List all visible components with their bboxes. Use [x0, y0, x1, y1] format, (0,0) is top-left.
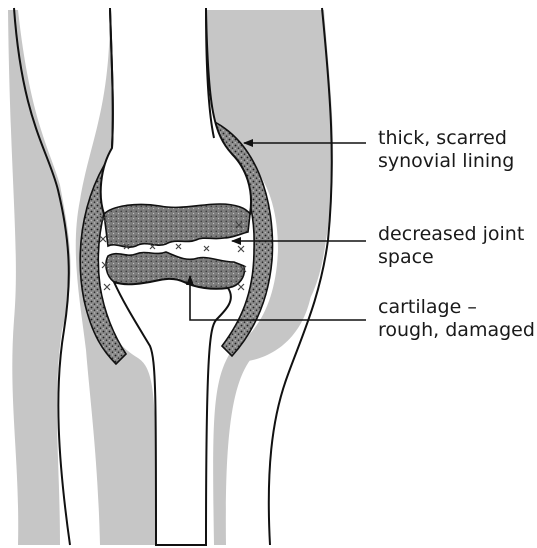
label-joint-space: decreased joint space — [378, 223, 524, 269]
label-joint-space-line1: decreased joint — [378, 223, 524, 246]
label-cartilage-line2: rough, damaged — [378, 319, 535, 342]
label-synovial-lining: thick, scarred synovial lining — [378, 127, 514, 173]
label-synovial-lining-line1: thick, scarred — [378, 127, 514, 150]
label-cartilage-line1: cartilage – — [378, 296, 535, 319]
label-synovial-lining-line2: synovial lining — [378, 150, 514, 173]
label-cartilage: cartilage – rough, damaged — [378, 296, 535, 342]
label-joint-space-line2: space — [378, 246, 524, 269]
femur-cartilage — [104, 204, 250, 247]
